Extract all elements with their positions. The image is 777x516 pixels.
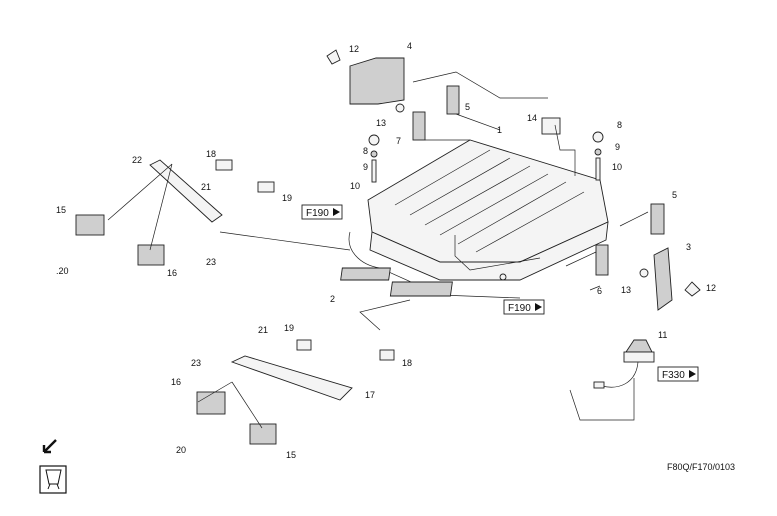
callout-label: 14 — [527, 113, 537, 123]
callout-label: 15 — [286, 450, 296, 460]
callout-label: 7 — [396, 136, 401, 146]
callout-label: 3 — [686, 242, 691, 252]
callout-label: 19 — [284, 323, 294, 333]
callout-label: 15 — [56, 205, 66, 215]
callout-label: 8 — [363, 146, 368, 156]
callout-label: 19 — [282, 193, 292, 203]
play-arrow-icon — [535, 303, 542, 311]
callout-label: 1 — [497, 125, 502, 135]
callout-label: 6 — [597, 286, 602, 296]
figure-code: F80Q/F170/0103 — [667, 462, 735, 472]
view-arrow-icon — [42, 439, 57, 454]
callout-label: 16 — [171, 377, 181, 387]
operator-seat-icon — [39, 465, 67, 494]
callout-label: 13 — [376, 118, 386, 128]
callout-label: 2 — [330, 294, 335, 304]
callout-label: 9 — [615, 142, 620, 152]
ref-f330[interactable]: F330 — [657, 366, 699, 382]
callout-label: 11 — [658, 330, 667, 340]
callout-label: 10 — [350, 181, 360, 191]
callout-label: 22 — [132, 155, 142, 165]
ref-label: F330 — [662, 370, 685, 381]
play-arrow-icon — [333, 208, 340, 216]
eye-bolts — [368, 131, 604, 183]
callout-label: 5 — [672, 190, 677, 200]
lower-lamp-bracket — [196, 339, 395, 445]
play-arrow-icon — [689, 370, 696, 378]
ref-label: F190 — [508, 303, 531, 314]
leader-lines — [107, 71, 649, 429]
ref-f190-left[interactable]: F190 — [301, 204, 343, 220]
callout-label: .20 — [56, 266, 69, 276]
top-brackets — [326, 49, 561, 141]
callout-label: 16 — [167, 268, 177, 278]
ref-f190-right[interactable]: F190 — [503, 299, 545, 315]
callout-label: 8 — [617, 120, 622, 130]
callout-label: 23 — [191, 358, 201, 368]
callout-label: 12 — [706, 283, 716, 293]
callout-label: 13 — [621, 285, 631, 295]
callout-label: 9 — [363, 162, 368, 172]
callout-label: 12 — [349, 44, 359, 54]
left-lamp-bracket — [75, 159, 275, 266]
callout-numbers: 1 2 3 4 5 5 6 7 8 8 9 9 10 10 11 12 12 1… — [56, 41, 716, 460]
callout-label: 4 — [407, 41, 412, 51]
callout-label: 21 — [258, 325, 268, 335]
beacon-lamp — [593, 339, 655, 389]
callout-label: 10 — [612, 162, 622, 172]
callout-label: 18 — [402, 358, 412, 368]
roof-canopy — [340, 139, 609, 299]
right-brackets — [595, 203, 701, 311]
callout-label: 20 — [176, 445, 186, 455]
callout-label: 5 — [465, 102, 470, 112]
callout-label: 17 — [365, 390, 375, 400]
callout-label: 23 — [206, 257, 216, 267]
ref-label: F190 — [306, 208, 329, 219]
callout-label: 18 — [206, 149, 216, 159]
callout-label: 21 — [201, 182, 211, 192]
